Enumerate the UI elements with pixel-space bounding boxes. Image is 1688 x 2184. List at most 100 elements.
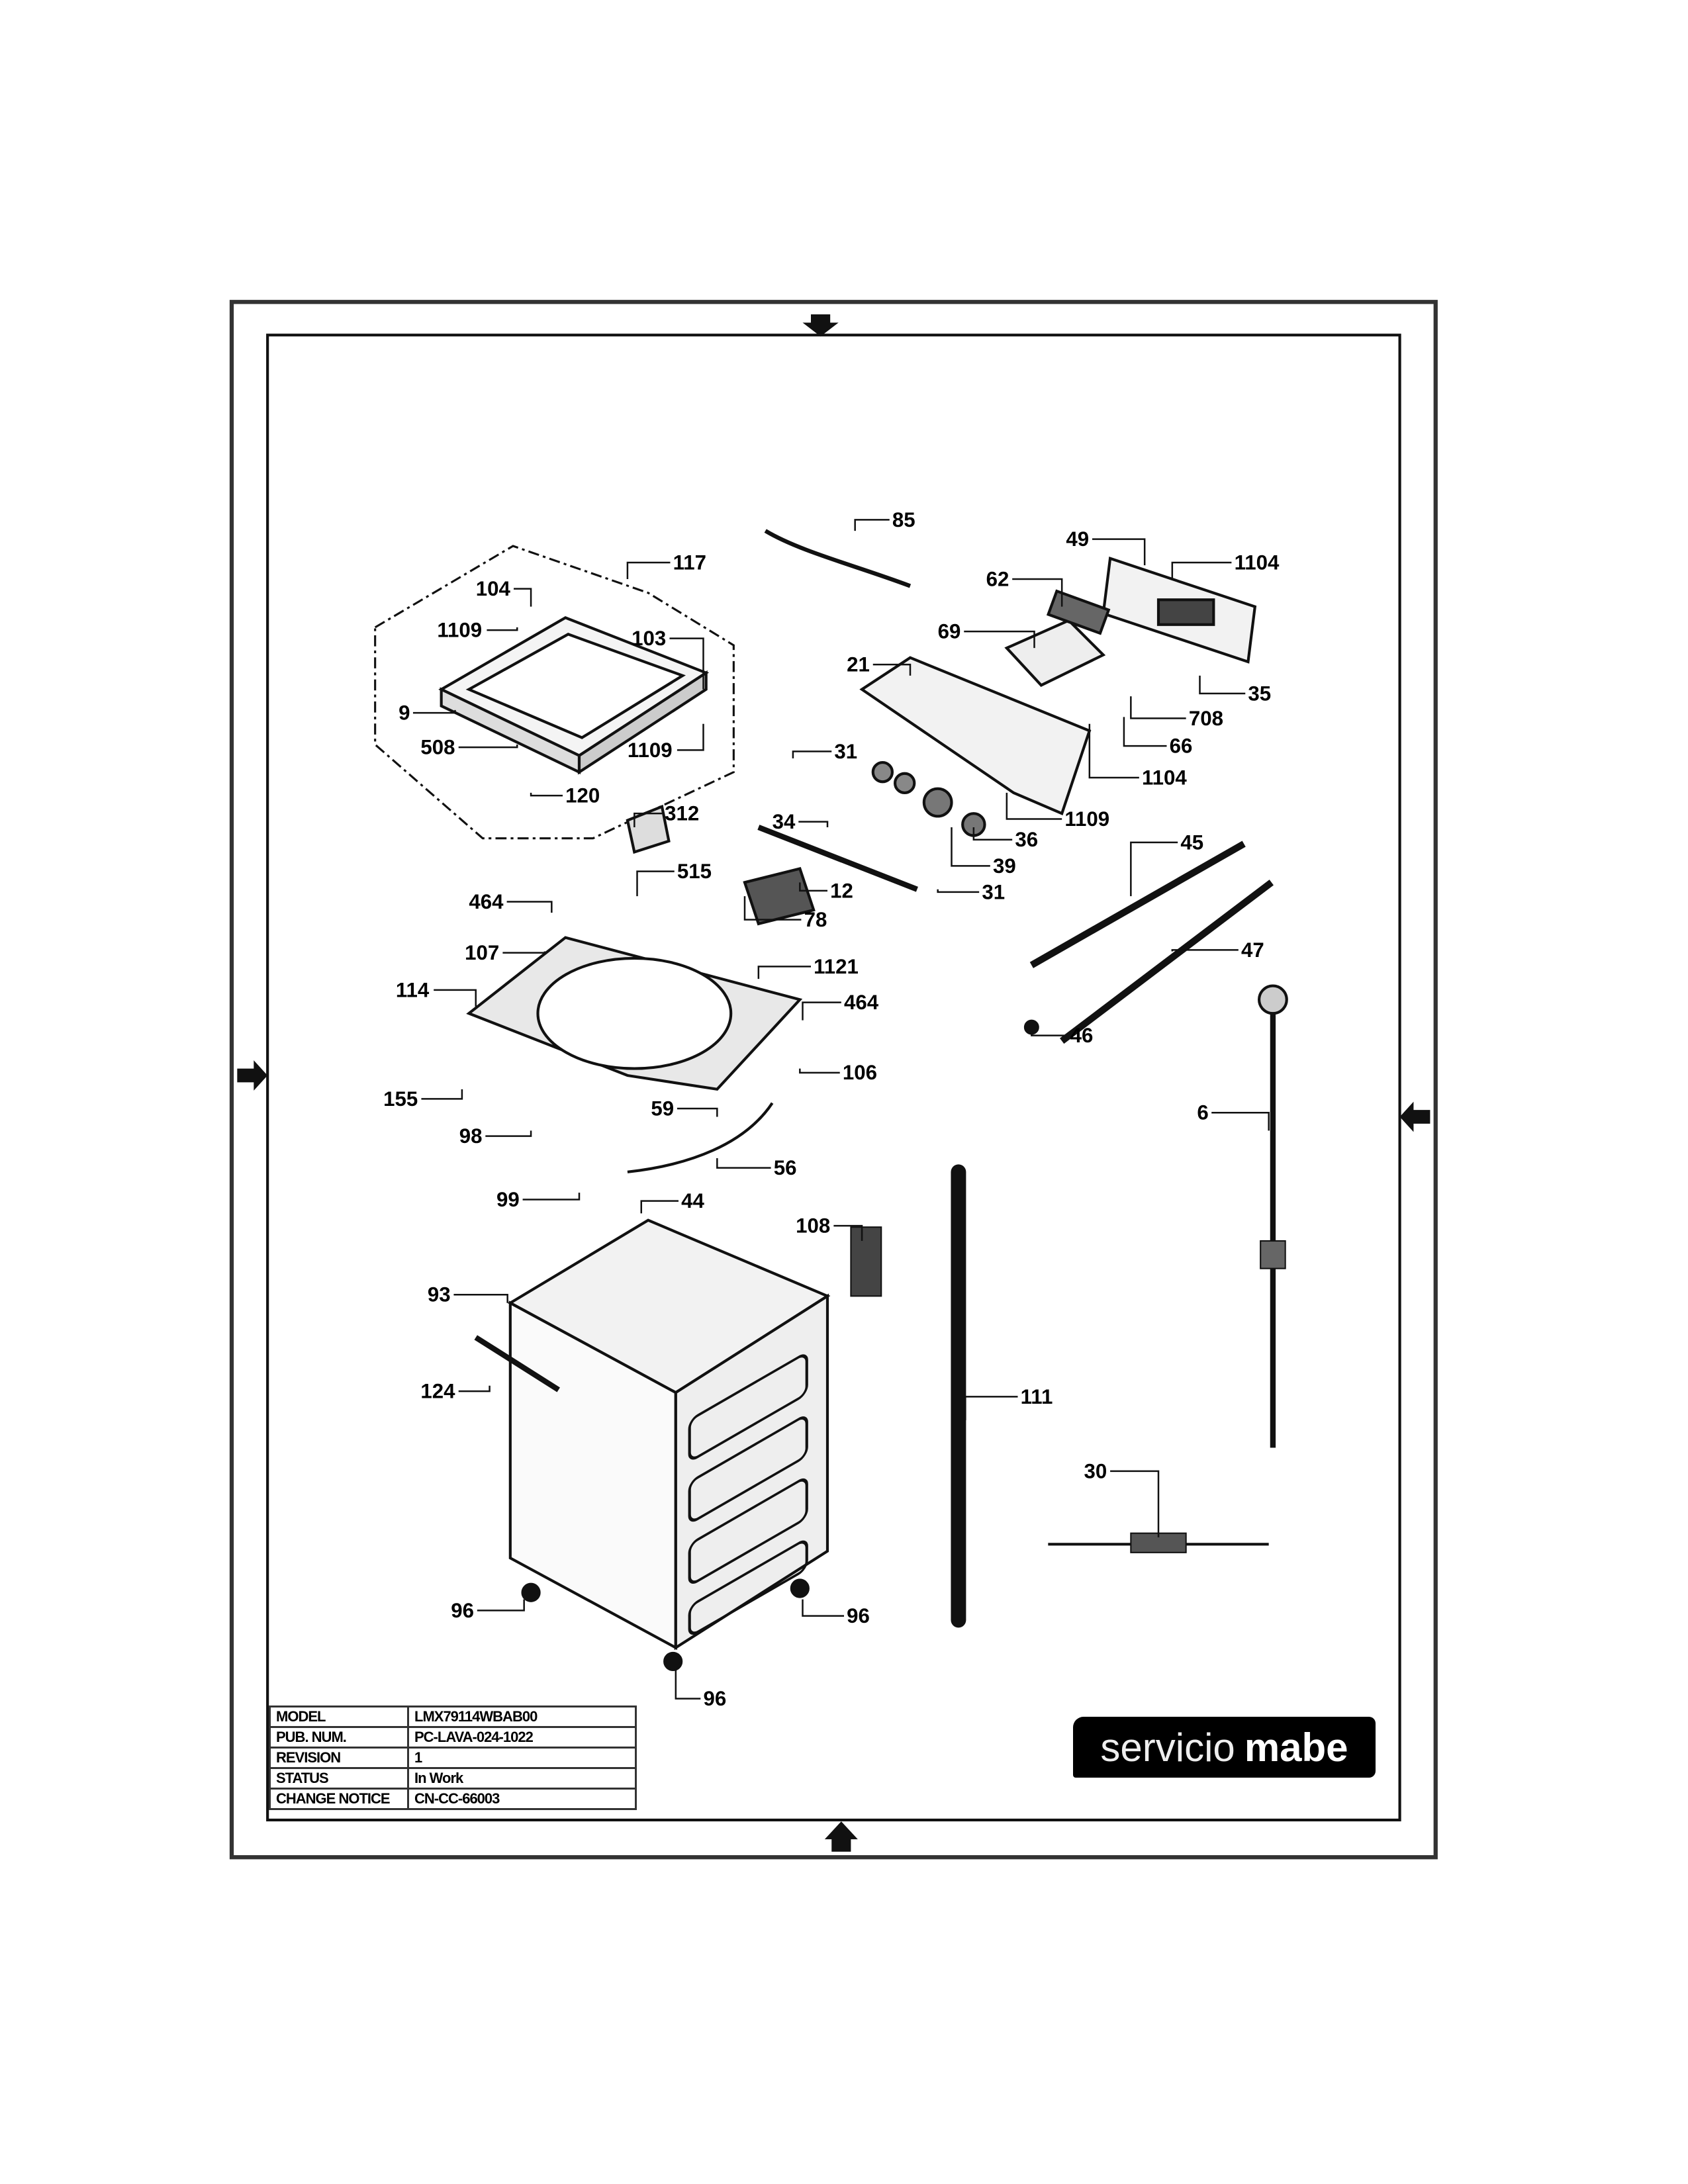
title-row-pub-num: PUB. NUM.PC-LAVA-024-1022: [269, 1726, 637, 1749]
callout-label: 21: [847, 653, 870, 676]
title-value: CN-CC-66003: [407, 1788, 637, 1810]
callout-label: 93: [428, 1283, 451, 1306]
callout-label: 96: [451, 1599, 474, 1622]
callout-label: 312: [665, 802, 699, 825]
tub-top: [466, 804, 816, 1173]
leader-line: [434, 989, 477, 1007]
leader-line: [487, 627, 518, 631]
title-key: PUB. NUM.: [269, 1726, 409, 1749]
leader-line: [1110, 1470, 1160, 1537]
callout-label: 1104: [1142, 766, 1187, 789]
callout-label: 45: [1180, 831, 1203, 854]
callout-label: 1121: [814, 955, 859, 978]
callout-label: 99: [496, 1188, 520, 1211]
callout-label: 1109: [1064, 807, 1109, 831]
title-key: CHANGE NOTICE: [269, 1788, 409, 1810]
leader-line: [757, 966, 811, 979]
leader-line: [506, 901, 553, 913]
callout-label: 12: [830, 879, 853, 902]
leader-line: [802, 1001, 841, 1021]
callout-label: 34: [773, 810, 796, 833]
leader-line: [458, 1385, 491, 1392]
leader-line: [1211, 1112, 1270, 1131]
leader-line: [1171, 949, 1239, 952]
leader-line: [1088, 723, 1139, 779]
leader-line: [854, 519, 890, 531]
inner-frame: [266, 334, 1401, 1822]
logo-text-servicio: servicio: [1100, 1725, 1235, 1770]
leader-line: [522, 1193, 581, 1201]
callout-label: 36: [1015, 828, 1038, 851]
title-value: 1: [407, 1747, 637, 1769]
callout-label: 117: [673, 551, 706, 574]
leader-line: [951, 827, 990, 867]
leader-line: [743, 896, 802, 921]
callout-label: 59: [651, 1097, 674, 1120]
leader-line: [412, 709, 456, 714]
title-key: MODEL: [269, 1706, 409, 1728]
leader-line: [799, 1068, 840, 1074]
callout-label: 708: [1189, 707, 1223, 730]
callout-label: 114: [396, 978, 430, 1001]
leader-line: [677, 1107, 718, 1117]
callout-label: 49: [1066, 527, 1089, 551]
title-key: REVISION: [269, 1747, 409, 1769]
leader-line: [937, 889, 980, 893]
leader-line: [421, 1089, 463, 1100]
callout-label: 124: [420, 1380, 455, 1403]
outer-frame: [229, 300, 1438, 1860]
callout-label: 62: [986, 567, 1009, 590]
leader-line: [640, 1200, 679, 1214]
callout-label: 31: [834, 740, 857, 763]
leader-line: [798, 821, 829, 827]
leader-line: [485, 1130, 532, 1137]
callout-label: 35: [1248, 682, 1271, 705]
leader-line: [1199, 675, 1246, 695]
leader-line: [458, 745, 518, 749]
leader-line: [1171, 561, 1232, 580]
leader-line: [636, 870, 675, 897]
leader-line: [802, 1599, 844, 1617]
callout-label: 515: [677, 860, 712, 883]
callout-label: 508: [420, 736, 455, 759]
logo-text-mabe: mabe: [1244, 1725, 1348, 1770]
misc-parts: [850, 841, 1288, 1628]
leader-line: [669, 637, 704, 690]
center-arrows: [237, 314, 1430, 1852]
callout-label: 1109: [437, 619, 482, 642]
callout-label: 120: [565, 784, 600, 807]
leader-line: [1031, 1031, 1068, 1036]
leader-line: [502, 951, 546, 954]
callout-label: 98: [459, 1124, 483, 1148]
leader-line: [477, 1599, 525, 1612]
cabinet: [474, 1218, 831, 1672]
leader-line: [1130, 696, 1186, 719]
callout-label: 464: [469, 890, 504, 913]
callout-label: 464: [844, 991, 879, 1014]
callout-label: 9: [399, 702, 410, 725]
leader-line: [833, 1224, 863, 1242]
lid-assembly: [374, 545, 735, 840]
leader-line: [799, 882, 827, 892]
leader-line: [1123, 717, 1167, 747]
leader-line: [677, 723, 704, 751]
leader-line: [675, 1668, 701, 1700]
callout-label: 69: [938, 620, 961, 643]
callout-label: 1109: [628, 739, 673, 762]
leader-line: [972, 827, 1013, 841]
leader-line: [964, 630, 1035, 649]
callout-label: 111: [1021, 1385, 1053, 1408]
leader-line: [1092, 538, 1146, 566]
callout-label: 85: [892, 508, 915, 531]
leader-line: [530, 792, 563, 797]
leader-line: [1130, 841, 1178, 897]
callout-label: 56: [774, 1156, 797, 1179]
leader-line: [453, 1294, 508, 1303]
callout-label: 107: [465, 941, 499, 964]
leader-line: [792, 751, 832, 758]
